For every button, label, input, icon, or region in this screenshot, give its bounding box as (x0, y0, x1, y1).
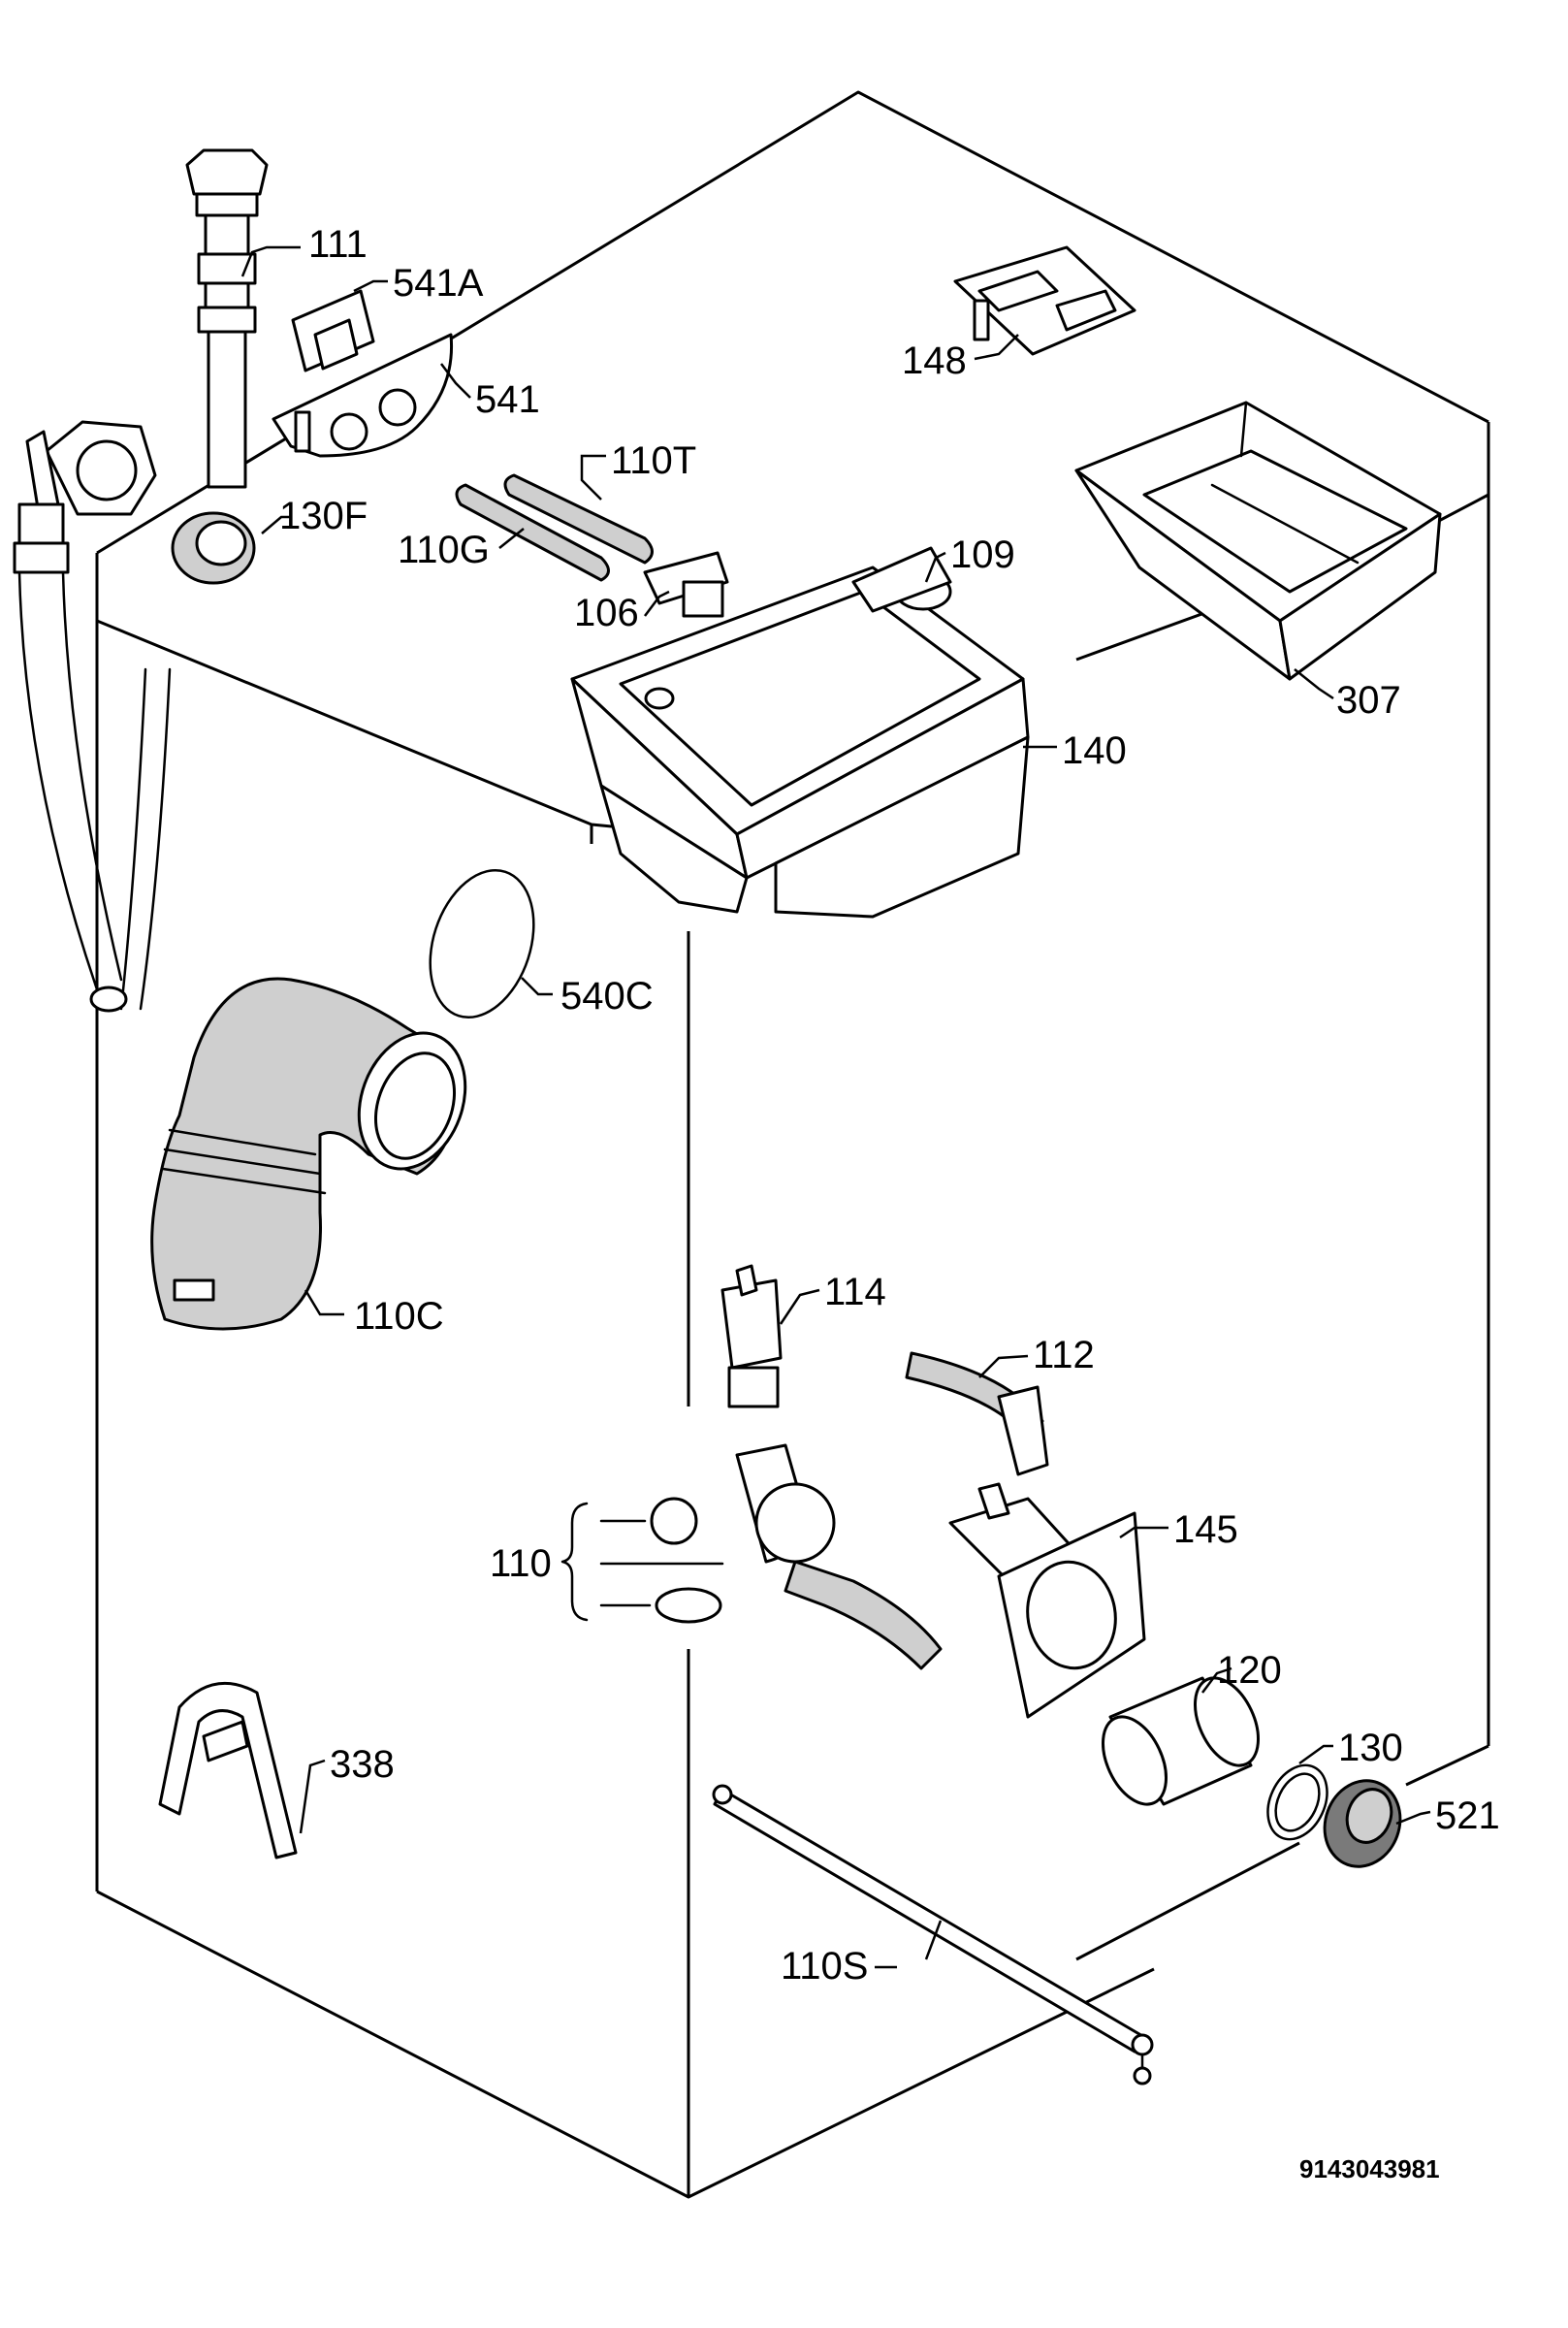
label-140: 140 (1062, 729, 1127, 772)
dispenser-housing-140 (570, 546, 1030, 919)
bracket-338 (158, 1681, 298, 1859)
sensor-114 (720, 1264, 783, 1408)
cap-130F (171, 511, 256, 585)
seal-130 (1266, 1763, 1328, 1841)
label-110C: 110C (354, 1295, 444, 1338)
drain-hose-elbow (13, 420, 172, 1013)
bellows-hose-110C (150, 977, 467, 1331)
hose-112 (905, 1351, 1049, 1476)
label-110T: 110T (611, 439, 696, 482)
valve-106 (643, 551, 729, 618)
label-110S: 110S (781, 1945, 868, 1988)
label-110G: 110G (398, 529, 490, 571)
label-307: 307 (1336, 679, 1401, 722)
label-109: 109 (950, 534, 1015, 576)
pump-housing-145 (735, 1443, 1146, 1719)
lid-148 (953, 245, 1136, 356)
label-112: 112 (1033, 1334, 1095, 1376)
label-541: 541 (475, 378, 540, 421)
label-540C: 540C (560, 975, 654, 1018)
clip-541A (291, 289, 375, 372)
drawer-307 (1074, 401, 1442, 681)
cap-521 (1323, 1779, 1402, 1868)
bracket-541 (272, 333, 454, 458)
filter-120 (1102, 1676, 1260, 1806)
part-labels: 111 541A 541 148 110T 130F 110G 109 106 … (279, 223, 1500, 1988)
label-120: 120 (1217, 1649, 1282, 1692)
label-114: 114 (824, 1271, 886, 1313)
label-338: 338 (330, 1743, 395, 1786)
label-110: 110 (490, 1542, 552, 1585)
clamp-540C (429, 868, 535, 1019)
label-130F: 130F (279, 495, 368, 537)
label-148: 148 (902, 340, 967, 382)
label-521: 521 (1435, 1794, 1500, 1837)
rod-110S (712, 1784, 1154, 2086)
label-106: 106 (574, 592, 639, 634)
label-130: 130 (1338, 1727, 1403, 1769)
group-110-ball-ring (560, 1497, 724, 1624)
leader-lines (240, 245, 1431, 1960)
label-145: 145 (1173, 1508, 1238, 1551)
tubes-110T-110G (455, 473, 654, 582)
diagram-code: 9143043981 (1299, 2154, 1440, 2183)
label-541A: 541A (393, 262, 484, 305)
label-111: 111 (308, 223, 368, 266)
inlet-hose-111 (185, 148, 269, 489)
